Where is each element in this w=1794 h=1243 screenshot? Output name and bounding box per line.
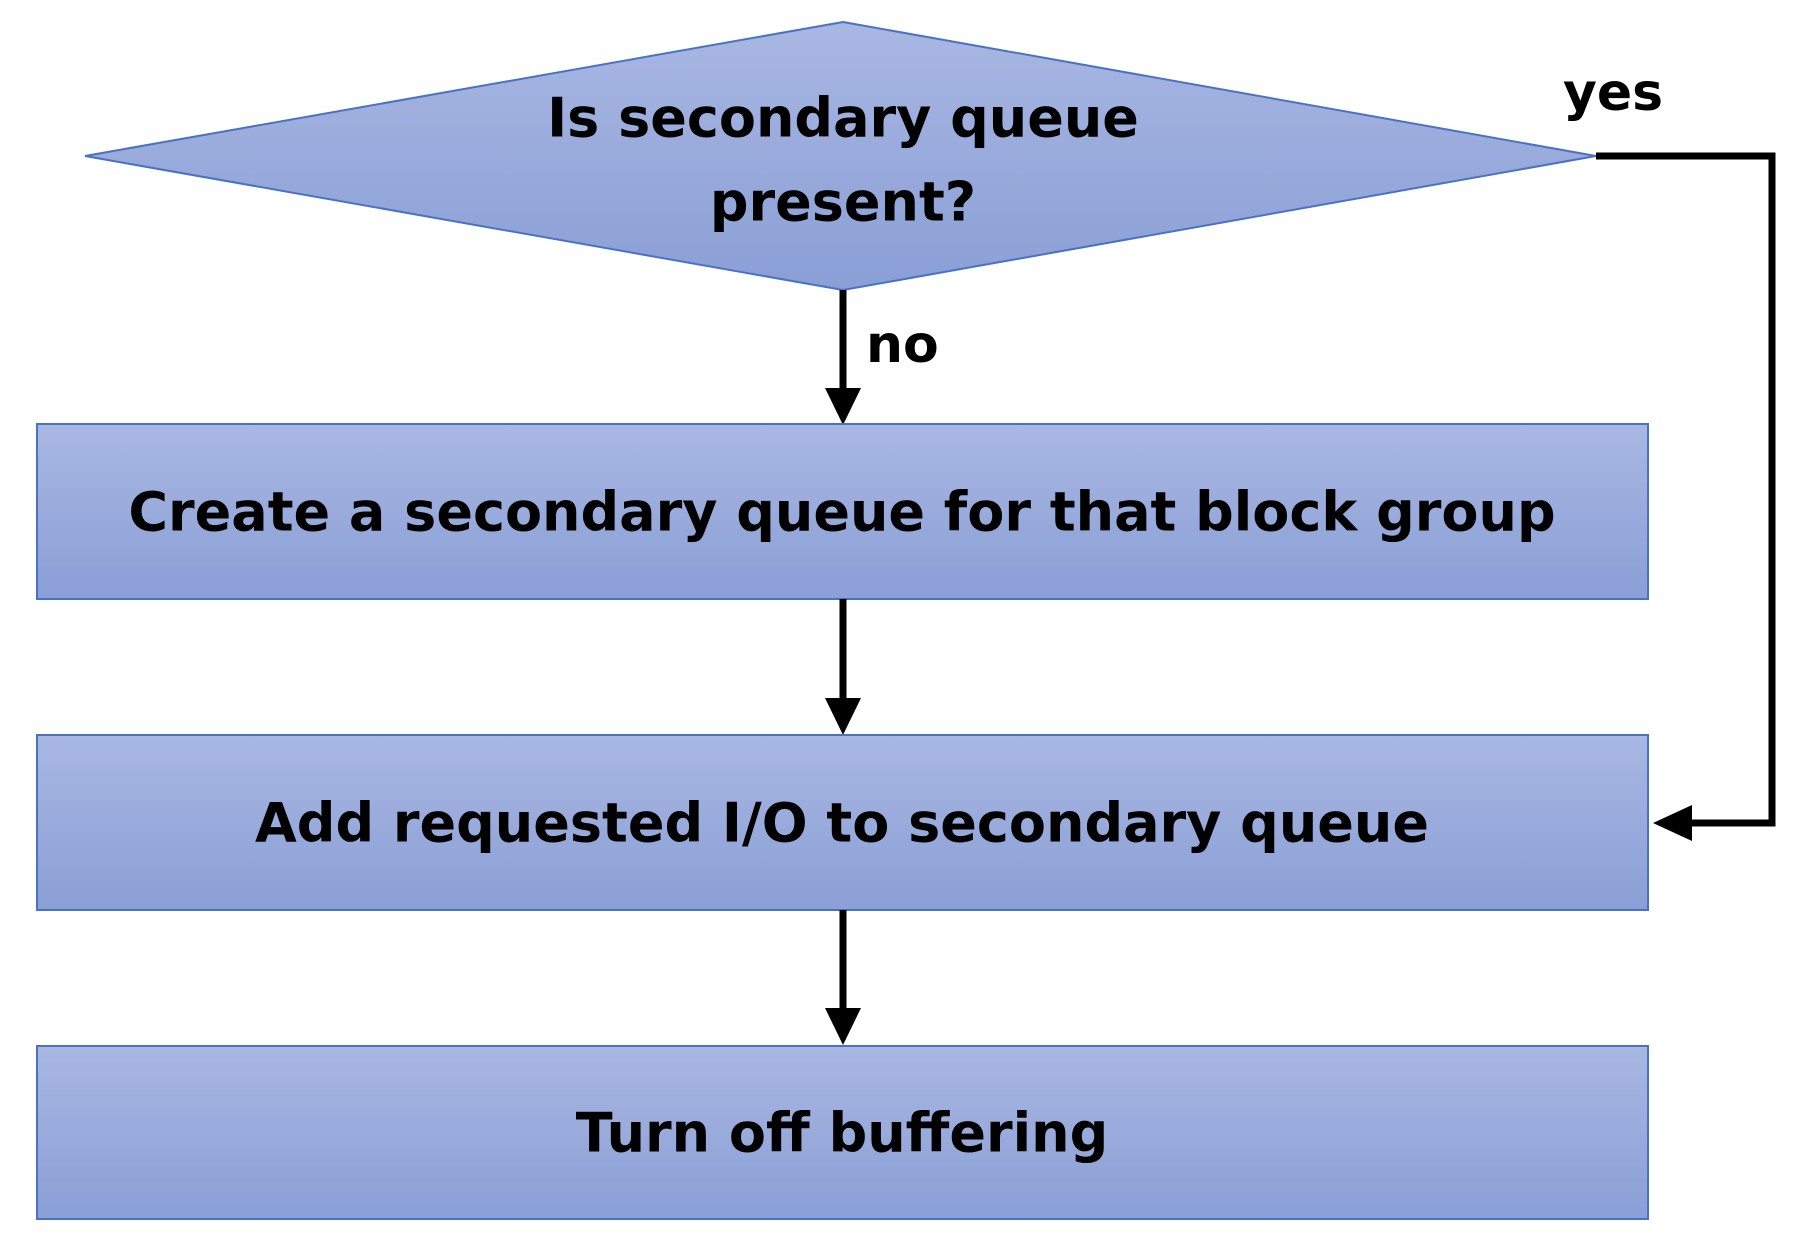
step-text-3: Turn off buffering: [576, 1102, 1109, 1165]
yes-connector: yes: [1563, 63, 1776, 841]
step-add-requested-io: Add requested I/O to secondary queue: [36, 734, 1649, 911]
connector-step2-step3: [825, 910, 861, 1045]
step-create-secondary-queue: Create a secondary queue for that block …: [36, 423, 1649, 600]
step-turn-off-buffering: Turn off buffering: [36, 1045, 1649, 1220]
yes-connector-line: [1596, 152, 1776, 827]
connector-arrowhead-2: [825, 1008, 861, 1045]
no-label: no: [866, 315, 939, 375]
yes-label: yes: [1563, 63, 1663, 123]
step-text-1: Create a secondary queue for that block …: [128, 481, 1555, 544]
step-text-2: Add requested I/O to secondary queue: [255, 792, 1429, 855]
decision-node: Is secondary queue present?: [84, 20, 1597, 292]
decision-text-line2: present?: [710, 171, 976, 234]
connector-arrowhead-1: [825, 698, 861, 735]
no-connector-arrowhead: [825, 388, 861, 425]
step-box-2: [36, 734, 1649, 911]
decision-text-line1: Is secondary queue: [547, 87, 1139, 150]
decision-diamond: [84, 20, 1597, 292]
no-connector: no: [825, 290, 939, 425]
yes-connector-arrowhead: [1653, 805, 1692, 841]
step-box-3: [36, 1045, 1649, 1220]
connector-step1-step2: [825, 599, 861, 735]
